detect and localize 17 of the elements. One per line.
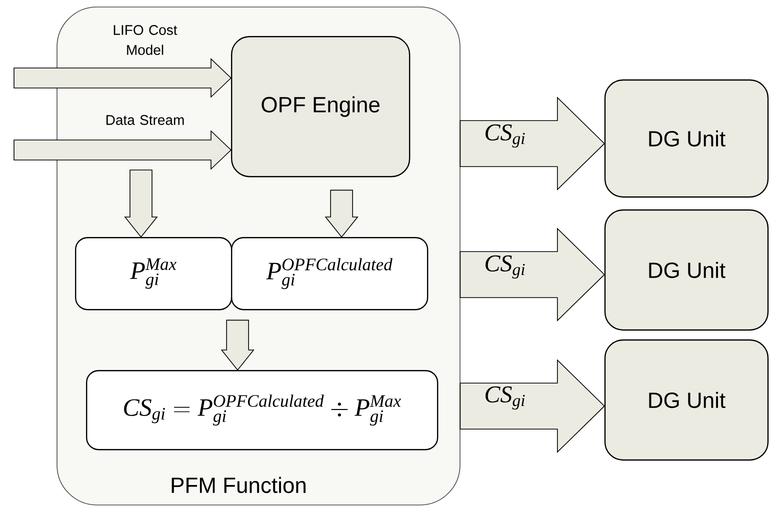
formula-box: $CS_{gi} = P_{gi}^{OPFCalculated} \div P_{gi}^{Max}$ — [86, 370, 438, 450]
formula-box: $P_{gi}^{Max}$ — [75, 237, 232, 310]
edge-label: Data Stream — [106, 115, 184, 125]
process-box: OPF Engine — [231, 36, 410, 178]
block-arrow — [220, 320, 254, 371]
edge-label: LIFO Cost Model — [114, 25, 178, 55]
block-arrow — [14, 58, 232, 98]
block-arrow — [124, 170, 158, 238]
process-box: DG Unit — [604, 209, 769, 331]
formula-box: $P_{gi}^{OPFCalculated}$ — [231, 237, 428, 310]
edge-label: CS$_{gi}$ — [483, 254, 527, 280]
block-arrow — [14, 130, 232, 170]
edge-label: CS$_{gi}$ — [483, 385, 527, 411]
process-box: DG Unit — [604, 79, 769, 198]
process-box: DG Unit — [604, 339, 769, 461]
edge-label: CS$_{gi}$ — [483, 123, 527, 149]
block-arrow — [324, 190, 358, 238]
